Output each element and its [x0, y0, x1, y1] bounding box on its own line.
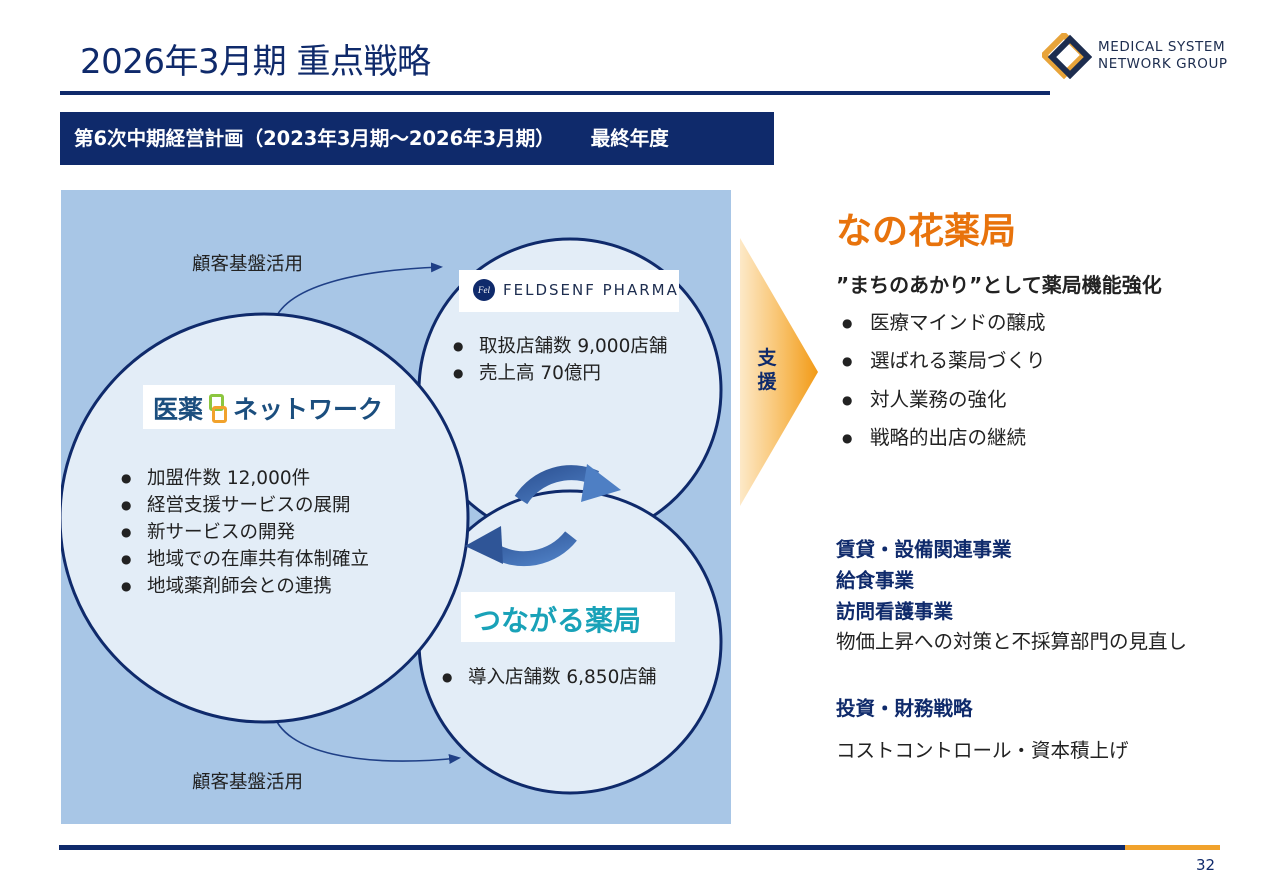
top-connector-arrow — [272, 262, 443, 326]
feldsenf-bullets: 取扱店舗数 9,000店舗 売上高 70億円 — [453, 333, 667, 387]
list-item: 医療マインドの醸成 — [842, 309, 1046, 347]
iyaku-logo-part1: 医薬 — [153, 395, 204, 424]
list-item: 売上高 70億円 — [453, 360, 667, 387]
list-item: 新サービスの開発 — [121, 519, 369, 546]
pharmacy-function-subheading: ”まちのあかり”として薬局機能強化 — [836, 273, 1162, 297]
support-label-char-1: 支 — [757, 347, 777, 369]
finance-strategy-title: 投資・財務戦略 — [836, 697, 973, 720]
business-review-note: 物価上昇への対策と不採算部門の見直し — [836, 630, 1188, 653]
final-year-label: 最終年度 — [590, 127, 669, 150]
list-item: 導入店舗数 6,850店舗 — [442, 664, 656, 691]
rental-equipment-business: 賃貸・設備関連事業 — [836, 538, 1012, 561]
page-title: 2026年3月期 重点戦略 — [80, 42, 431, 82]
page-number: 32 — [1196, 856, 1216, 874]
company-logo: MEDICAL SYSTEM NETWORK GROUP — [1039, 30, 1242, 80]
bottom-connector-arrow — [272, 711, 461, 764]
list-item: 対人業務の強化 — [842, 386, 1046, 424]
customer-base-label-top: 顧客基盤活用 — [192, 254, 304, 275]
feldsenf-mark-icon: Fel — [473, 279, 495, 301]
logo-line-2: NETWORK GROUP — [1098, 56, 1228, 72]
footer-rule — [59, 845, 1125, 850]
iyaku-link-icon — [209, 394, 227, 423]
nanohana-title: なの花薬局 — [836, 211, 1017, 252]
iyaku-bullets: 加盟件数 12,000件 経営支援サービスの展開 新サービスの開発 地域での在庫… — [121, 465, 369, 600]
support-label-char-2: 援 — [757, 371, 777, 393]
list-item: 選ばれる薬局づくり — [842, 347, 1046, 385]
customer-base-label-bottom: 顧客基盤活用 — [192, 772, 304, 793]
title-underline — [60, 91, 1050, 95]
iyaku-logo-part2: ネットワーク — [233, 395, 384, 424]
list-item: 取扱店舗数 9,000店舗 — [453, 333, 667, 360]
plan-name: 第6次中期経営計画（2023年3月期～2026年3月期） — [74, 127, 555, 150]
feldsenf-logo-text: FELDSENF PHARMA — [503, 281, 679, 299]
list-item: 戦略的出店の継続 — [842, 424, 1046, 462]
list-item: 経営支援サービスの展開 — [121, 492, 369, 519]
support-label: 支 援 — [752, 346, 782, 394]
group-diagram: 顧客基盤活用 顧客基盤活用 Fel FELDSENF PHARMA 取扱店舗数 … — [61, 190, 731, 824]
feldsenf-logo: Fel FELDSENF PHARMA — [459, 270, 679, 312]
food-service-business: 給食事業 — [836, 569, 915, 592]
nanohana-bullets: 医療マインドの醸成 選ばれる薬局づくり 対人業務の強化 戦略的出店の継続 — [842, 309, 1046, 462]
plan-banner: 第6次中期経営計画（2023年3月期～2026年3月期） 最終年度 — [60, 112, 774, 165]
cycle-arrows-icon — [465, 464, 621, 567]
support-arrow-icon — [740, 238, 818, 506]
logo-diamond-icon — [1039, 30, 1093, 80]
tsunagaru-logo-text: つながる薬局 — [473, 604, 642, 637]
list-item: 地域薬剤師会との連携 — [121, 573, 369, 600]
footer-accent — [1125, 845, 1220, 850]
list-item: 加盟件数 12,000件 — [121, 465, 369, 492]
logo-line-1: MEDICAL SYSTEM — [1098, 39, 1226, 55]
list-item: 地域での在庫共有体制確立 — [121, 546, 369, 573]
home-nursing-business: 訪問看護事業 — [836, 600, 954, 623]
iyaku-network-logo: 医薬 ネットワーク — [143, 385, 395, 429]
tsunagaru-logo: つながる薬局 — [461, 592, 675, 642]
tsunagaru-bullets: 導入店舗数 6,850店舗 — [442, 664, 656, 691]
finance-strategy-note: コストコントロール・資本積上げ — [836, 739, 1129, 762]
